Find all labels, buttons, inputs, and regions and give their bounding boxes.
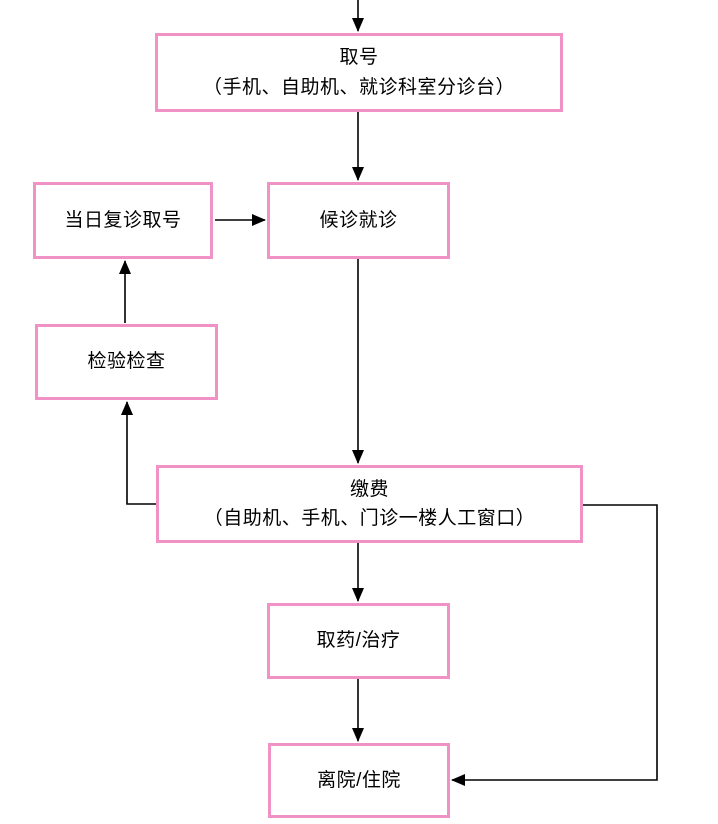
flow-node-wait-and-visit: 候诊就诊 bbox=[267, 182, 450, 259]
medicine-treatment-label: 取药/治疗 bbox=[316, 630, 401, 652]
flow-node-medicine-treatment: 取药/治疗 bbox=[267, 603, 450, 679]
flow-node-lab-exam: 检验检查 bbox=[35, 324, 218, 400]
lab-exam-label: 检验检查 bbox=[87, 351, 166, 373]
payment-title: 缴费 bbox=[349, 478, 389, 500]
payment-detail: （自助机、手机、门诊一楼人工窗口） bbox=[203, 508, 536, 529]
wait-and-visit-label: 候诊就诊 bbox=[319, 209, 398, 231]
same-day-return-label: 当日复诊取号 bbox=[64, 209, 182, 231]
edge-payment-to-lab bbox=[121, 401, 156, 505]
edge-payment-to-discharge bbox=[451, 504, 658, 786]
get-number-detail: （手机、自助机、就诊科室分诊台） bbox=[202, 76, 515, 98]
discharge-label: 离院/住院 bbox=[317, 769, 401, 791]
flow-node-get-number: 取号 （手机、自助机、就诊科室分诊台） bbox=[155, 33, 563, 112]
flow-node-payment: 缴费 （自助机、手机、门诊一楼人工窗口） bbox=[156, 465, 583, 543]
flow-node-same-day-return: 当日复诊取号 bbox=[33, 182, 213, 259]
flow-node-discharge: 离院/住院 bbox=[268, 743, 450, 818]
get-number-title: 取号 bbox=[339, 47, 379, 69]
